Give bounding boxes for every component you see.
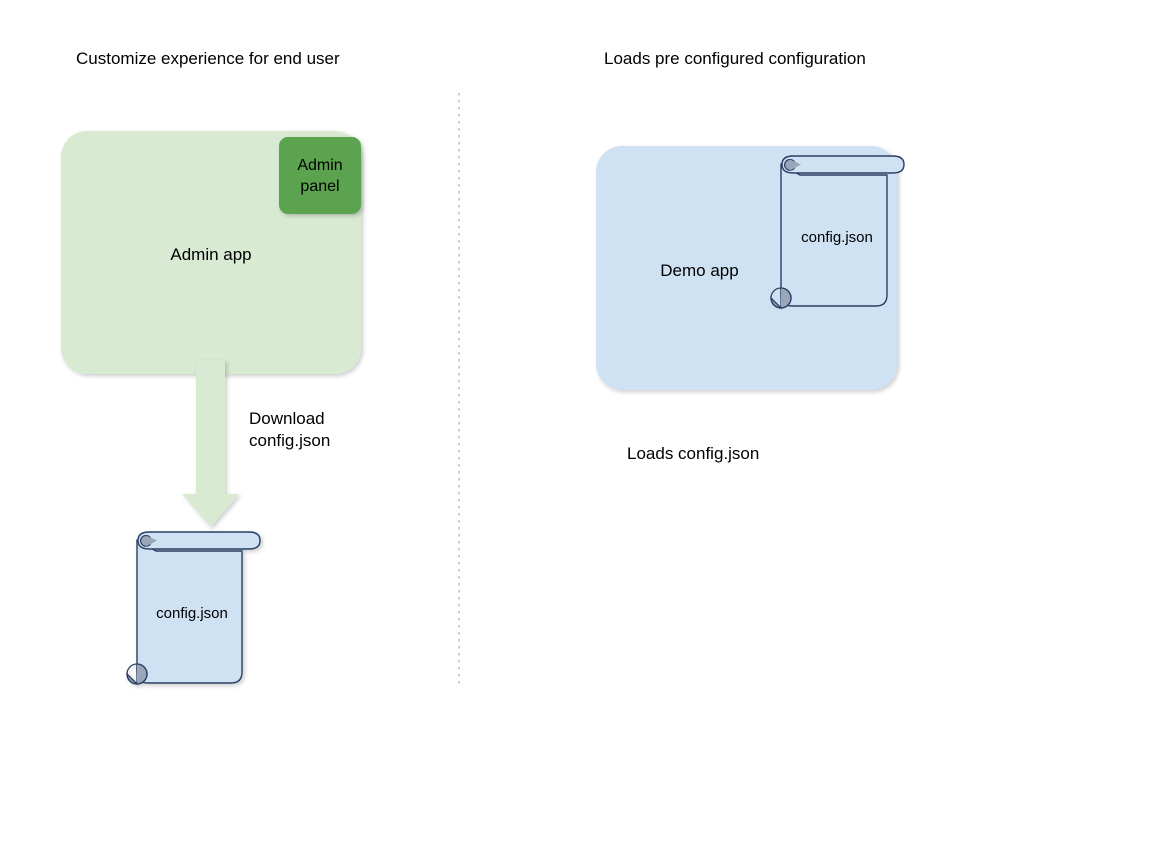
config-json-document-right[interactable] <box>770 155 905 310</box>
left-column-heading: Customize experience for end user <box>76 49 340 68</box>
loads-config-caption: Loads config.json <box>627 444 760 463</box>
config-json-label-left: config.json <box>156 605 228 622</box>
demo-app-label: Demo app <box>660 261 739 280</box>
download-arrow-label-line-2: config.json <box>249 431 331 451</box>
download-arrow-label: Download config.json <box>249 408 330 453</box>
right-column-heading: Loads pre configured configuration <box>604 49 866 68</box>
admin-panel-label-line-2: panel <box>300 178 340 196</box>
demo-app-box[interactable] <box>596 146 897 390</box>
config-json-document-left[interactable] <box>126 531 261 686</box>
download-arrow-label-line-1: Download <box>249 409 325 428</box>
admin-app-label: Admin app <box>170 245 252 264</box>
admin-panel-label: Admin panel <box>279 155 361 197</box>
admin-panel-label-line-1: Admin <box>297 157 343 174</box>
config-json-label-right: config.json <box>801 229 873 246</box>
download-arrow <box>182 360 239 527</box>
admin-panel-box[interactable] <box>279 137 361 214</box>
